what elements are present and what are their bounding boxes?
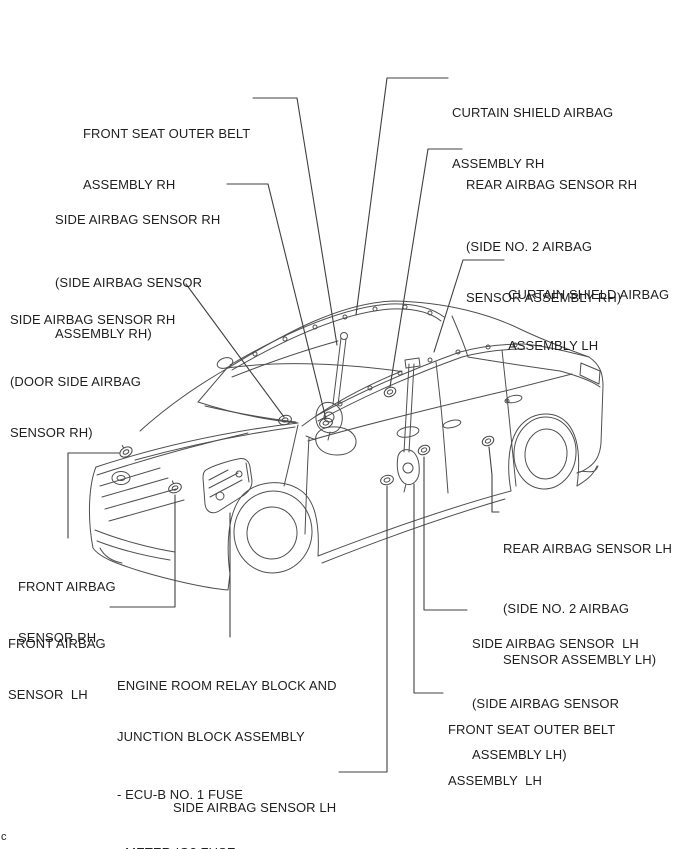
- leader-front-airbag-sensor-rh: [67, 452, 120, 539]
- grille-details: [94, 467, 185, 564]
- engine-room-relay-block-part: [202, 458, 253, 514]
- car-body-outline: [88, 300, 604, 591]
- leader-rear-airbag-sensor-lh: [488, 446, 500, 513]
- curtain-shield-airbag-lh-part: [315, 342, 590, 422]
- front-wheel: [233, 490, 313, 574]
- label-front-seat-outer-belt-lh: FRONT SEAT OUTER BELT ASSEMBLY LH: [448, 722, 616, 788]
- label-side-airbag-sensor-lh-assembly: SIDE AIRBAG SENSOR LH (SIDE AIRBAG SENSO…: [472, 636, 639, 762]
- label-rear-airbag-sensor-lh: REAR AIRBAG SENSOR LH (SIDE NO. 2 AIRBAG…: [503, 541, 672, 667]
- front-seat-outer-belt-rh-part: [315, 332, 348, 441]
- leader-side-airbag-sensor-rh-door: [185, 283, 285, 418]
- label-curtain-shield-airbag-rh: CURTAIN SHIELD AIRBAG ASSEMBLY RH: [452, 105, 614, 171]
- leader-lines: [67, 77, 505, 773]
- rear-airbag-sensor-rh-marker: [383, 386, 397, 398]
- door-side-airbag-sensor-lh-marker: [380, 474, 394, 486]
- leader-front-seat-outer-belt-lh: [413, 483, 444, 694]
- sensor-markers: [119, 386, 495, 494]
- leader-rear-airbag-sensor-rh: [389, 148, 463, 388]
- leader-front-seat-outer-belt-rh: [252, 97, 338, 346]
- leader-curtain-shield-airbag-lh: [433, 259, 505, 353]
- label-front-airbag-sensor-rh: FRONT AIRBAG SENSOR RH: [18, 579, 116, 645]
- label-side-airbag-sensor-rh-door: SIDE AIRBAG SENSOR RH (DOOR SIDE AIRBAG …: [10, 312, 176, 440]
- side-mirror: [315, 426, 357, 456]
- brand-emblem: [111, 471, 131, 485]
- label-side-airbag-sensor-rh-assembly: SIDE AIRBAG SENSOR RH (SIDE AIRBAG SENSO…: [55, 212, 221, 341]
- door-side-airbag-sensor-rh-marker: [278, 414, 292, 426]
- leader-side-airbag-sensor-lh-door: [338, 485, 388, 773]
- fuse-item-ecu-b: - ECU-B NO. 1 FUSE: [117, 787, 244, 802]
- fuse-item-meter-ig2: - METER-IG2 FUSE: [117, 844, 337, 849]
- rear-airbag-sensor-lh-marker: [481, 435, 495, 447]
- front-airbag-sensor-rh-marker: [119, 445, 133, 458]
- front-airbag-sensor-lh-marker: [168, 480, 182, 494]
- label-side-airbag-sensor-lh-door: SIDE AIRBAG SENSOR LH (DOOR SIDE AIRBAG …: [173, 800, 337, 815]
- front-door-handle: [442, 419, 462, 429]
- side-airbag-sensor-rh-marker: [319, 417, 333, 429]
- curtain-shield-airbag-rh-part: [229, 303, 445, 371]
- label-curtain-shield-airbag-lh: CURTAIN SHIELD AIRBAG ASSEMBLY LH: [508, 287, 670, 353]
- rear-wheel: [513, 416, 577, 490]
- label-engine-room-relay-block: ENGINE ROOM RELAY BLOCK AND JUNCTION BLO…: [117, 643, 337, 849]
- rear-door-handle: [505, 394, 523, 404]
- label-rear-airbag-sensor-rh: REAR AIRBAG SENSOR RH (SIDE NO. 2 AIRBAG…: [466, 177, 638, 305]
- label-front-seat-outer-belt-rh: FRONT SEAT OUTER BELT ASSEMBLY RH: [83, 126, 251, 192]
- leader-side-airbag-sensor-lh-assembly: [423, 456, 468, 611]
- front-seat-outer-belt-lh-part: [396, 357, 421, 493]
- page-footnote-marker: c: [1, 831, 7, 843]
- side-airbag-sensor-lh-marker: [417, 444, 431, 456]
- leader-front-airbag-sensor-lh: [109, 494, 176, 608]
- far-side-mirror: [216, 357, 234, 369]
- leader-curtain-shield-airbag-rh: [355, 77, 449, 316]
- label-front-airbag-sensor-lh: FRONT AIRBAG SENSOR LH: [8, 636, 106, 702]
- leader-side-airbag-sensor-rh-assembly: [226, 183, 327, 420]
